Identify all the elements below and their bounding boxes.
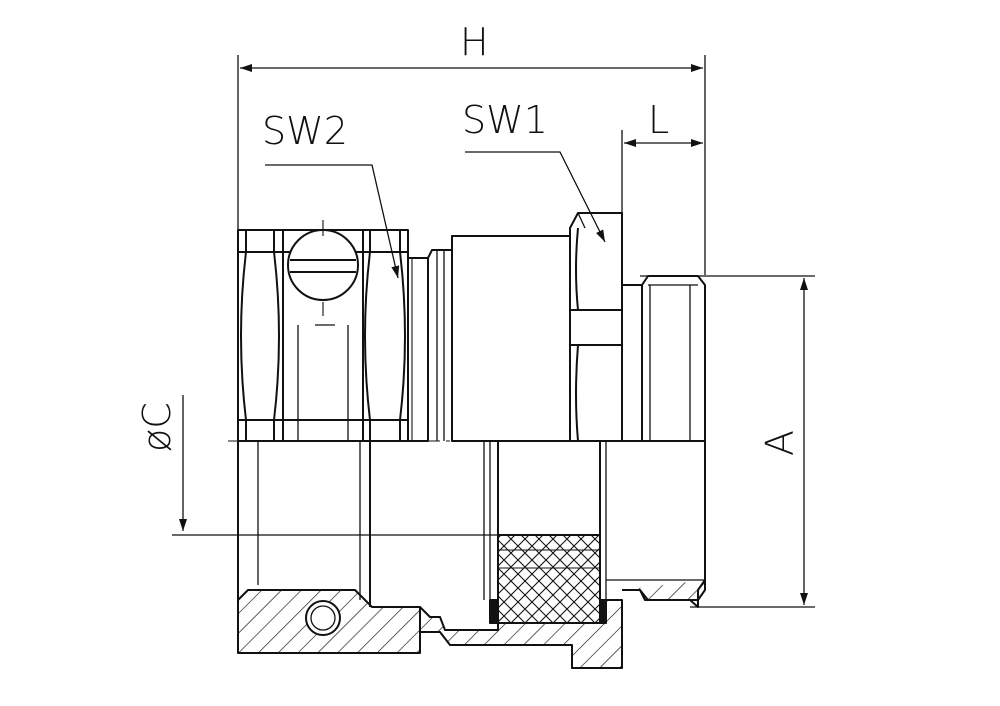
dimension-l <box>621 130 703 213</box>
clamping-nut-sw2 <box>237 220 409 442</box>
thread-stub <box>621 275 706 442</box>
body-hex-sw1 <box>569 212 623 442</box>
seal-ring <box>407 257 429 442</box>
label-a: A <box>758 430 802 456</box>
leader-sw2 <box>265 164 400 279</box>
label-c: øC <box>135 402 179 452</box>
body-section <box>419 441 706 669</box>
label-sw2: SW2 <box>262 109 348 153</box>
label-sw1: SW1 <box>462 98 548 142</box>
body-cylinder <box>451 235 571 442</box>
dimension-h <box>237 55 706 275</box>
label-l: L <box>648 98 669 142</box>
neck <box>427 249 453 441</box>
leader-sw1 <box>465 151 606 243</box>
seal-insert-crosshatch <box>483 441 607 624</box>
nut-section <box>237 441 421 654</box>
label-h: H <box>460 20 489 64</box>
dimension-c <box>172 395 600 536</box>
